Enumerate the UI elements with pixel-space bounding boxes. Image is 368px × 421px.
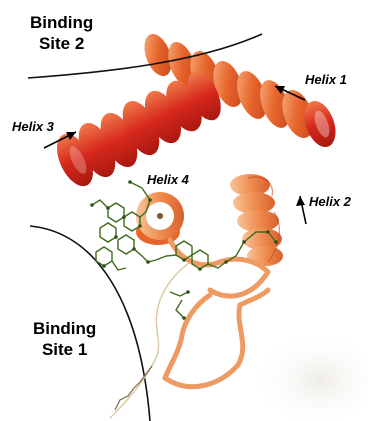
- binding-site-2-line-2: Site 2: [30, 33, 93, 54]
- helix-4-ribbon: [136, 192, 184, 245]
- helix-3-ribbon: [50, 67, 228, 192]
- loop-regions: [165, 240, 268, 387]
- binding-site-1-line-2: Site 1: [33, 339, 96, 360]
- helix-1-label: Helix 1: [305, 72, 347, 87]
- helix-3-label: Helix 3: [12, 119, 54, 134]
- binding-site-1-label: Binding Site 1: [33, 318, 96, 360]
- binding-site-1-line-1: Binding: [33, 318, 96, 339]
- helix-2-label: Helix 2: [309, 194, 351, 209]
- helix-4-label: Helix 4: [147, 172, 189, 187]
- helix-2-arrow: [296, 196, 306, 224]
- terminal-chain: [110, 262, 190, 418]
- binding-site-2-label: Binding Site 2: [30, 12, 93, 54]
- binding-site-2-line-1: Binding: [30, 12, 93, 33]
- background-shadow: [250, 330, 368, 421]
